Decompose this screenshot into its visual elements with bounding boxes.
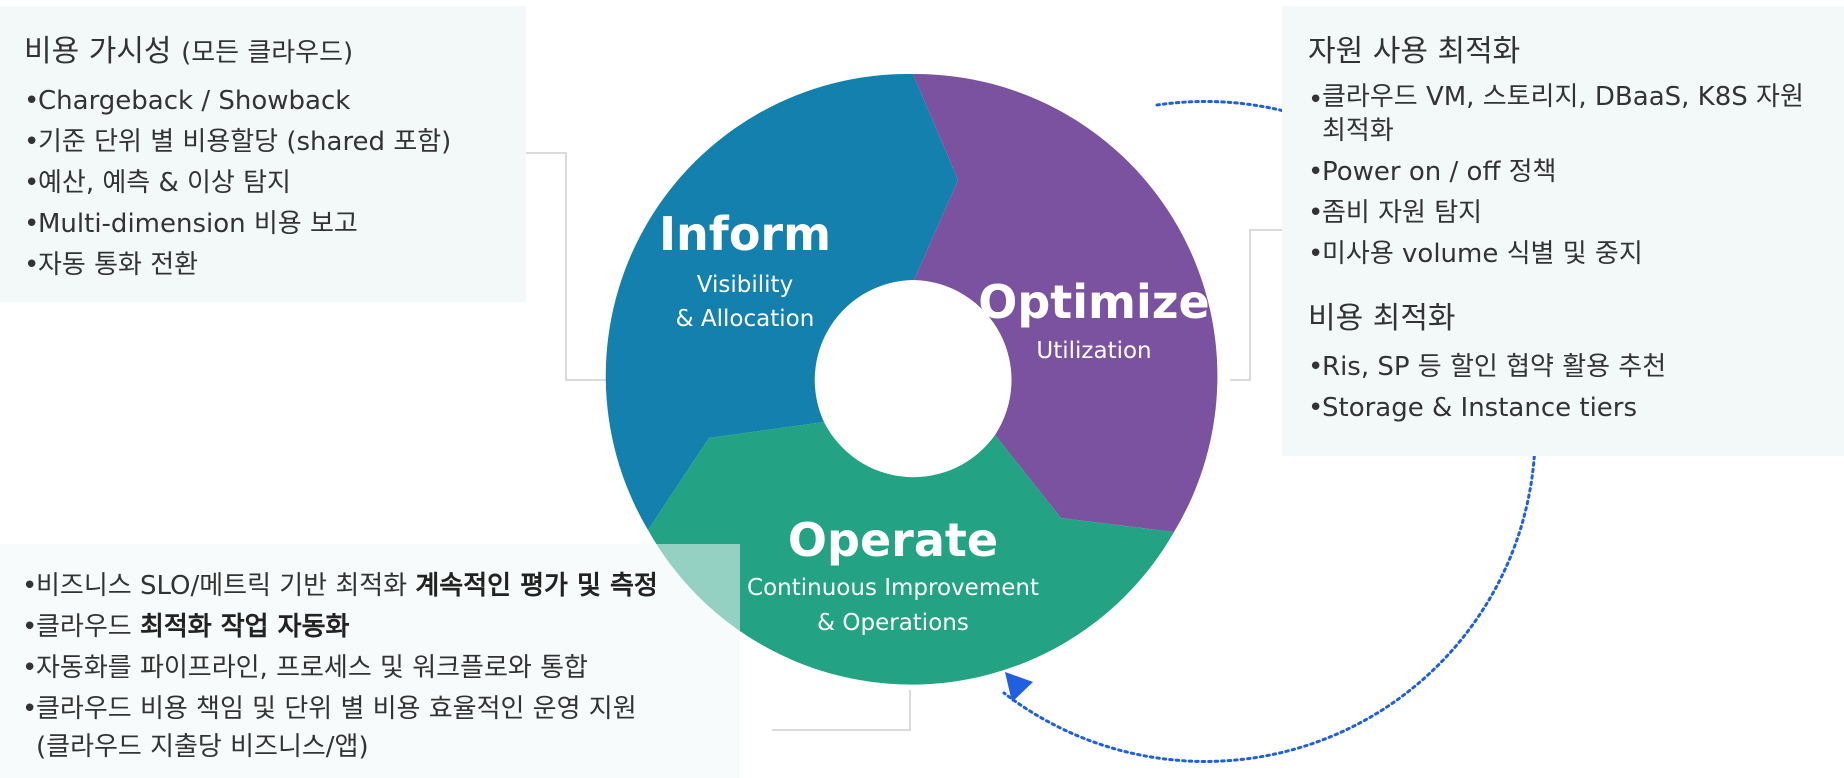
optimize-sub1: Utilization [1036, 338, 1151, 364]
operate-sub1: Continuous Improvement [747, 575, 1039, 601]
list-item-text: 비즈니스 SLO/메트릭 기반 최적화 [36, 571, 416, 601]
list-item: 좀비 자원 탐지 [1308, 193, 1828, 234]
list-item: 기준 단위 별 비용할당 (shared 포함) [24, 122, 526, 163]
operate-title: Operate [788, 513, 998, 567]
connector-operate [772, 690, 911, 731]
list-item: 비즈니스 SLO/메트릭 기반 최적화 계속적인 평가 및 측정 [22, 566, 740, 607]
list-item-text: 자동화를 파이프라인, 프로세스 및 워크플로와 통합 [36, 653, 588, 683]
inform-panel-title-main: 비용 가시성 [24, 34, 172, 69]
list-item: Power on / off 정책 [1308, 152, 1828, 193]
inform-panel: 비용 가시성 (모든 클라우드) Chargeback / Showback 기… [0, 6, 526, 302]
inform-sub2: & Allocation [676, 306, 815, 332]
optimize-title: Optimize [978, 275, 1209, 329]
inform-panel-title-sub: (모든 클라우드) [181, 38, 354, 68]
list-item: Multi-dimension 비용 보고 [24, 204, 526, 245]
list-item: Storage & Instance tiers [1308, 388, 1828, 429]
list-item: 자동화를 파이프라인, 프로세스 및 워크플로와 통합 [22, 648, 740, 689]
list-item-line2: 최적화 [1322, 116, 1394, 146]
inform-sub1: Visibility [697, 272, 793, 298]
list-item: 예산, 예측 & 이상 탐지 [24, 163, 526, 204]
optimize-segment [913, 73, 1218, 532]
list-item-emphasis: 계속적인 평가 및 측정 [415, 571, 658, 601]
optimize-section2-title: 비용 최적화 [1308, 301, 1456, 336]
optimize-panel: 자원 사용 최적화 클라우드 VM, 스토리지, DBaaS, K8S 자원최적… [1282, 6, 1844, 456]
list-item: 자동 통화 전환 [24, 245, 526, 286]
list-item-line1: 클라우드 VM, 스토리지, DBaaS, K8S 자원 [1322, 82, 1804, 112]
list-item: 클라우드 최적화 작업 자동화 [22, 607, 740, 648]
inform-panel-title: 비용 가시성 (모든 클라우드) [24, 30, 526, 75]
optimize-section1-title: 자원 사용 최적화 [1308, 34, 1521, 69]
operate-panel-list: 비즈니스 SLO/메트릭 기반 최적화 계속적인 평가 및 측정 클라우드 최적… [22, 566, 740, 764]
optimize-section2-list: Ris, SP 등 할인 협약 활용 추천 Storage & Instance… [1308, 347, 1828, 429]
list-item-line2: (클라우드 지출당 비즈니스/앱) [36, 732, 369, 762]
inform-title: Inform [659, 207, 831, 261]
operate-panel: 비즈니스 SLO/메트릭 기반 최적화 계속적인 평가 및 측정 클라우드 최적… [0, 544, 740, 778]
list-item: 클라우드 비용 책임 및 단위 별 비용 효율적인 운영 지원 (클라우드 지출당… [22, 689, 740, 764]
list-item-emphasis: 최적화 작업 자동화 [139, 612, 350, 642]
list-item-text: 클라우드 비용 책임 및 단위 별 비용 효율적인 운영 지원 [36, 694, 637, 724]
inform-segment [605, 73, 958, 530]
connector-optimize [1230, 229, 1282, 381]
list-item-text: 클라우드 [36, 612, 140, 642]
inform-panel-list: Chargeback / Showback 기준 단위 별 비용할당 (shar… [24, 81, 526, 286]
connector-inform [526, 152, 610, 381]
list-item: Ris, SP 등 할인 협약 활용 추천 [1308, 347, 1828, 388]
operate-sub2: & Operations [817, 610, 969, 636]
list-item: Chargeback / Showback [24, 81, 526, 122]
list-item: 미사용 volume 식별 및 중지 [1308, 234, 1828, 275]
operate-segment [648, 422, 1174, 685]
arrow-head-icon [1005, 672, 1033, 702]
